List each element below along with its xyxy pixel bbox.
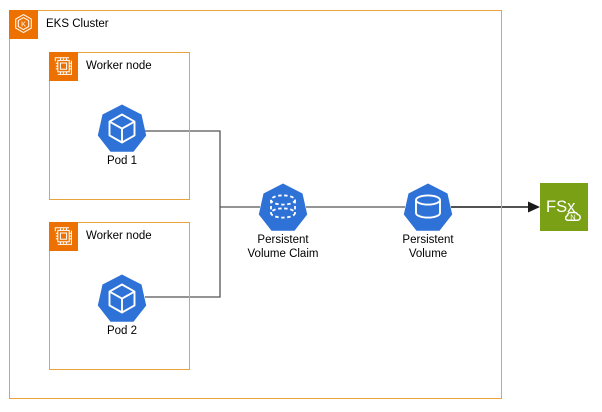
eks-cluster-group [9,10,502,399]
eks-cluster-icon: K [9,10,38,39]
worker-node-1-label: Worker node [86,60,152,72]
eks-cluster-label: EKS Cluster [46,18,109,30]
pvc-label: Persistent Volume Claim [247,234,319,260]
worker-node-1-group [49,52,190,200]
svg-text:K: K [21,20,26,29]
kubernetes-pod-icon [96,102,148,154]
worker-node-icon [49,52,78,81]
pod-1-label: Pod 1 [106,155,138,167]
pod-2-label: Pod 2 [106,325,138,337]
fsx-netapp-ontap-icon: FSx N [540,183,588,231]
kubernetes-pod-icon [96,272,148,324]
fsx-icon-text: FSx [546,198,576,216]
fsx-icon-badge-text: N [570,212,575,221]
pv-label: Persistent Volume [402,234,454,260]
arrowhead-pv-to-fsx [528,201,540,213]
kubernetes-pvc-icon [257,181,309,233]
worker-node-icon [49,222,78,251]
worker-node-2-label: Worker node [86,230,152,242]
kubernetes-pv-icon [402,181,454,233]
worker-node-2-group [49,222,190,370]
